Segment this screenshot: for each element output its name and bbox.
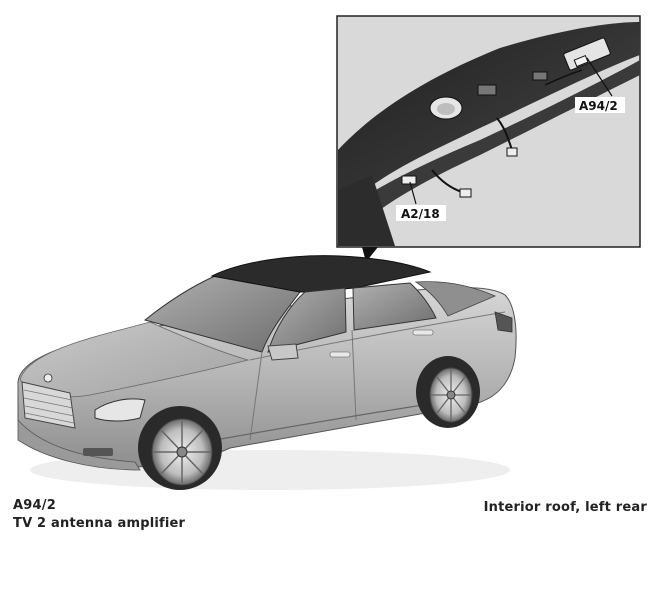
callout-leader-a2-18 [409,181,417,205]
car-door-handle [329,351,351,358]
a2-18-component [401,175,417,185]
callout-a2-18: A2/18 [401,207,440,221]
antenna-cable [431,169,463,193]
antenna-cable [496,117,513,151]
mercedes-star-emblem [43,373,53,383]
callout-leader-a94-2 [586,57,613,97]
roof-opening-inner [437,103,455,115]
rear-wheel-hub [446,390,456,400]
car-door-seam [351,329,357,421]
car-headlight [94,398,146,422]
car-front-window [267,287,347,353]
car-front-bumper [17,418,141,471]
callout-bg-a94-2 [575,97,625,113]
component-name-caption: TV 2 antenna amplifier [13,516,186,531]
amplifier-connector [573,54,589,68]
callout-bg-a2-18 [396,205,446,221]
car-illustration [17,255,517,490]
roof-bracket [532,71,548,81]
car-tail-light [494,311,513,333]
location-caption: Interior roof, left rear [483,500,647,515]
car-door-seam [249,351,263,441]
car-rear-window [352,282,437,331]
antenna-cable [544,69,583,86]
roof-bracket [477,84,497,96]
detail-inset: A94/2 A2/18 [336,15,641,248]
car-hood [19,321,250,398]
car-fog-light [83,448,113,456]
callout-a94-2: A94/2 [579,99,618,113]
car-grille [21,381,76,429]
headliner-edge [338,60,640,246]
cable-plug [459,188,472,198]
front-wheel-hub [176,446,188,458]
roof-headliner [338,22,640,215]
cable-plug [506,147,518,157]
component-id-caption: A94/2 [13,498,56,513]
car-mirror [267,343,299,361]
car-rear-glass [414,281,497,317]
car-door-handle [412,329,434,336]
grille-bars [23,389,75,424]
roof-pillar [338,175,395,246]
